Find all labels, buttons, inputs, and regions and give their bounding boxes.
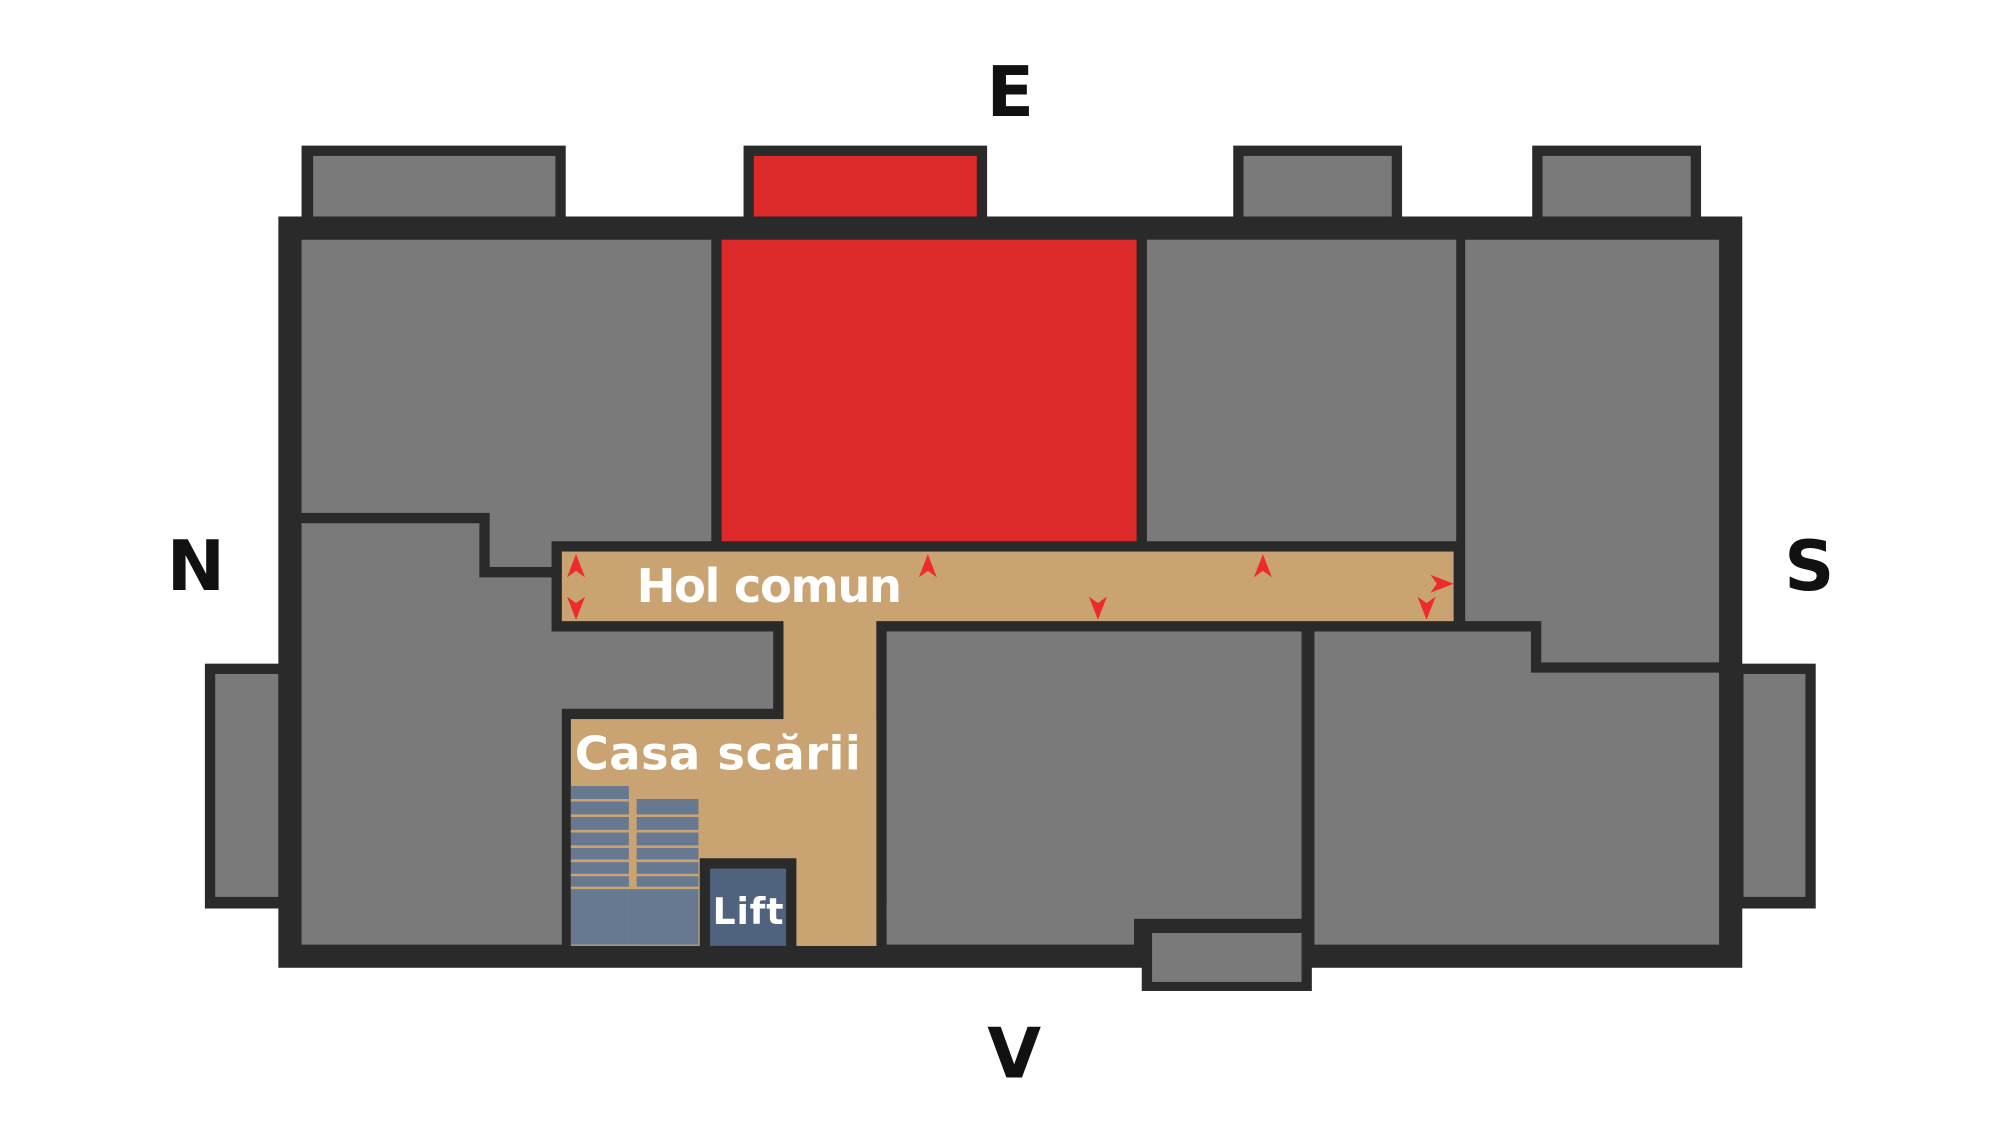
elevator-label: Lift	[713, 891, 784, 933]
arrow-right-icon	[1430, 574, 1454, 593]
stairs	[570, 786, 699, 945]
arrow-down-icon	[567, 596, 586, 620]
room-northeast-corner	[301, 239, 712, 568]
highlighted-apartment	[721, 239, 1137, 542]
compass-east: E	[987, 52, 1035, 133]
elevator	[710, 868, 787, 946]
compass-south: S	[1784, 526, 1834, 607]
room-southwest	[1314, 631, 1720, 945]
highlighted-balcony	[753, 155, 977, 217]
compass-west: V	[987, 1013, 1041, 1094]
arrow-up-icon	[918, 554, 937, 578]
door-arrows	[567, 554, 1454, 620]
room-southeast-corner	[1465, 239, 1720, 663]
bottom-balcony	[1152, 932, 1302, 982]
stairwell-label: Casa scării	[575, 726, 861, 780]
room-west-middle	[886, 631, 1302, 919]
compass-north: N	[167, 526, 225, 607]
common-hallway	[561, 551, 1454, 946]
room-northwest	[301, 523, 774, 945]
arrow-down-icon	[1088, 596, 1107, 620]
room-east-middle	[1146, 239, 1457, 542]
arrow-down-icon	[1417, 596, 1436, 620]
arrow-up-icon	[567, 554, 586, 578]
hallway-label: Hol comun	[637, 559, 902, 613]
arrow-up-icon	[1253, 554, 1272, 578]
